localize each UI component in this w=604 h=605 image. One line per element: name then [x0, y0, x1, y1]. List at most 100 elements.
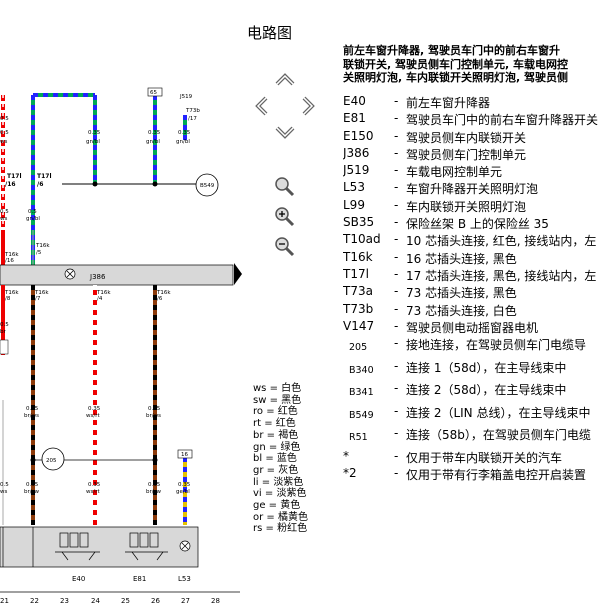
legend-code: E150 [343, 128, 374, 143]
svg-text:T17l: T17l [37, 173, 52, 180]
legend-heading-line: 联锁开关, 驾驶员侧车门控制单元, 车载电网控 [343, 57, 569, 71]
svg-text:L53: L53 [178, 575, 191, 583]
legend-row: E81-驾驶员车门中的前右车窗升降器开关 [343, 111, 604, 128]
color-name: 灰色 [278, 464, 299, 476]
svg-text:22: 22 [30, 597, 39, 605]
component-legend: E40-前左车窗升降器 E81-驾驶员车门中的前右车窗升降器开关 E150-驾驶… [343, 94, 604, 483]
svg-text:ws: ws [0, 489, 7, 495]
wire-color-key: ws = 白色 sw = 黑色 ro = 红色 rt = 红色 br = 褐色 … [253, 383, 308, 535]
svg-text:/6: /6 [157, 296, 163, 302]
chevron-up-icon[interactable] [274, 68, 296, 90]
color-name: 黄色 [280, 500, 301, 512]
legend-code: * [343, 448, 349, 463]
svg-text:/7: /7 [35, 296, 41, 302]
color-key-row: ge = 黄色 [253, 500, 301, 512]
j386-control-unit[interactable]: J386 [0, 264, 234, 286]
svg-text:0.5: 0.5 [0, 209, 9, 215]
color-abbr: gn [253, 441, 266, 453]
color-name: 绿色 [280, 441, 301, 453]
legend-desc: 连接 1（58d），在主导线束中 [406, 360, 567, 375]
svg-text:/5: /5 [36, 250, 42, 256]
svg-text:E81: E81 [133, 575, 146, 583]
legend-heading-line: 关照明灯泡, 车内联锁开关照明灯泡, 驾驶员侧 [343, 71, 569, 84]
color-key-row: br = 褐色 [253, 429, 299, 441]
svg-text:65: 65 [150, 90, 157, 96]
legend-dash: - [394, 232, 399, 247]
legend-row: L53-车窗升降器开关照明灯泡 [343, 180, 604, 197]
color-key-row: or = 橘黄色 [253, 511, 308, 523]
legend-dash: - [394, 94, 399, 108]
legend-code: E40 [343, 94, 366, 108]
component-labels: E40 E81 L53 [72, 575, 191, 583]
legend-row: *2-仅用于带有行李箱盖电控开启装置 [343, 466, 604, 483]
chevron-left-icon[interactable] [250, 95, 272, 117]
svg-text:/17: /17 [188, 116, 197, 122]
legend-code: T17l [343, 266, 369, 281]
legend-dash: - [394, 180, 399, 195]
legend-row: T73a-73 芯插头连接, 黑色 [343, 284, 604, 301]
legend-dash: - [394, 249, 399, 264]
legend-dash: - [394, 111, 399, 126]
legend-dash: - [394, 163, 399, 178]
svg-text:0.5: 0.5 [0, 130, 9, 136]
svg-text:T16k: T16k [35, 243, 50, 249]
switch-e40 [55, 532, 100, 561]
zoom-fit-icon[interactable] [272, 174, 296, 198]
svg-text:T16k: T16k [34, 290, 49, 296]
legend-desc: 仅用于带车内联锁开关的汽车 [406, 450, 563, 465]
legend-row: J519-车载电网控制单元 [343, 163, 604, 180]
color-name: 白色 [281, 383, 302, 394]
svg-text:ge/bl: ge/bl [176, 489, 190, 495]
switch-module[interactable] [0, 526, 199, 568]
color-key-row: rs = 粉红色 [253, 523, 308, 535]
legend-dash: - [394, 197, 399, 212]
color-abbr: rt [253, 418, 262, 430]
svg-text:gn/bl: gn/bl [176, 139, 190, 145]
page-title: 电路图 [247, 24, 293, 42]
svg-text:gn/bl: gn/bl [26, 216, 40, 222]
legend-dash: - [394, 358, 399, 373]
color-key-row: vi = 淡紫色 [253, 488, 307, 500]
legend-code: T10ad [343, 232, 381, 247]
zoom-out-icon[interactable] [272, 234, 296, 258]
legend-desc: 17 芯插头连接, 黑色, 接线站内，左 [406, 268, 597, 283]
legend-heading-line: 前左车窗升降器, 驾驶员车门中的前右车窗升 [343, 44, 561, 57]
page-forward-arrow-icon[interactable] [234, 263, 242, 285]
svg-text:0.35: 0.35 [148, 130, 161, 136]
legend-dash: - [394, 426, 399, 441]
svg-text:ws: ws [0, 139, 7, 145]
legend-row: SB35-保险丝架 B 上的保险丝 35 [343, 215, 604, 232]
legend-row: T17l-17 芯插头连接, 黑色, 接线站内，左 [343, 267, 604, 284]
bulb-l53 [179, 540, 191, 552]
legend-dash: - [394, 284, 399, 299]
legend-code: B340 [349, 364, 374, 376]
color-abbr: ws [253, 383, 267, 394]
color-name: 粉红色 [277, 523, 308, 535]
color-abbr: vi [253, 488, 262, 500]
legend-code: E81 [343, 111, 366, 126]
legend-code: T73b [343, 301, 374, 316]
legend-row: E150-驾驶员侧车内联锁开关 [343, 129, 604, 146]
chevron-right-icon[interactable] [298, 95, 320, 117]
legend-code: SB35 [343, 215, 375, 230]
legend-desc: 接地连接，在驾驶员侧车门电缆导 [406, 338, 587, 353]
svg-text:T16k: T16k [96, 290, 111, 296]
svg-text:0.35: 0.35 [88, 406, 101, 412]
svg-text:0.35: 0.35 [178, 130, 191, 136]
svg-text:br/ws: br/ws [146, 413, 161, 419]
chevron-down-icon[interactable] [274, 122, 296, 144]
color-name: 褐色 [278, 429, 299, 441]
legend-desc: 连接（58b），在驾驶员侧车门电缆 [406, 428, 591, 443]
legend-code: J386 [343, 145, 370, 160]
color-key-row: bl = 蓝色 [253, 453, 297, 465]
switch-e81 [125, 532, 168, 561]
zoom-in-icon[interactable] [272, 204, 296, 228]
color-name: 橘黄色 [277, 511, 308, 523]
legend-row: T73b-73 芯插头连接, 白色 [343, 302, 604, 319]
legend-code: B549 [349, 409, 374, 421]
svg-text:0.35: 0.35 [148, 406, 161, 412]
wire-group-top [1, 87, 219, 265]
legend-desc: 73 芯插头连接, 白色 [406, 303, 517, 318]
color-key-row: rt = 红色 [253, 418, 296, 430]
svg-text:ws: ws [0, 216, 7, 222]
